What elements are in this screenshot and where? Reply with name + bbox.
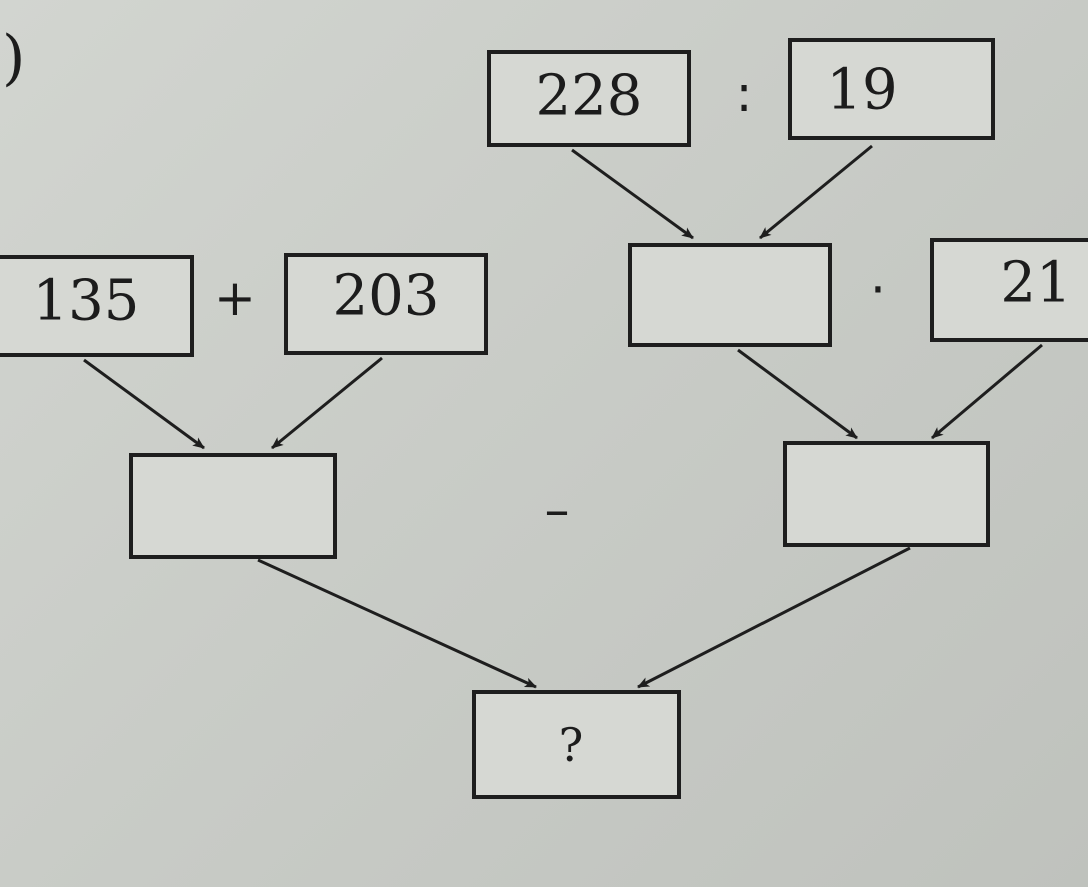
- divide-operator: :: [736, 65, 753, 123]
- arrow-divisor-to-quotient: [759, 144, 873, 240]
- factor-value: 21: [1000, 251, 1071, 316]
- exercise-label: ): [2, 23, 25, 93]
- addend-2-box: [284, 253, 488, 355]
- arrow-addend-1-to-sum: [83, 358, 205, 450]
- plus-operator: +: [214, 269, 256, 327]
- arrow-quotient-to-product: [737, 348, 858, 440]
- arrow-sum-to-result: [257, 558, 537, 689]
- arrow-dividend-to-quotient: [571, 148, 694, 240]
- addend-1-value: 135: [33, 269, 140, 334]
- product-box: [783, 441, 990, 547]
- arrow-addend-2-to-sum: [271, 356, 383, 450]
- arrow-product-to-result: [637, 546, 911, 689]
- sum-box: [129, 453, 337, 559]
- quotient-box: [628, 243, 832, 347]
- result-question-mark: ?: [559, 718, 584, 772]
- divisor-box: [788, 38, 995, 140]
- divisor-value: 19: [826, 58, 897, 123]
- addend-2-value: 203: [333, 264, 440, 329]
- minus-operator: –: [545, 481, 570, 539]
- dividend-box: [487, 50, 691, 147]
- dividend-value: 228: [536, 64, 643, 129]
- multiply-operator: ·: [870, 261, 886, 319]
- arrow-factor-to-product: [931, 343, 1043, 440]
- addend-1-box: [0, 255, 194, 357]
- result-box: [472, 690, 681, 799]
- factor-box: [930, 238, 1088, 342]
